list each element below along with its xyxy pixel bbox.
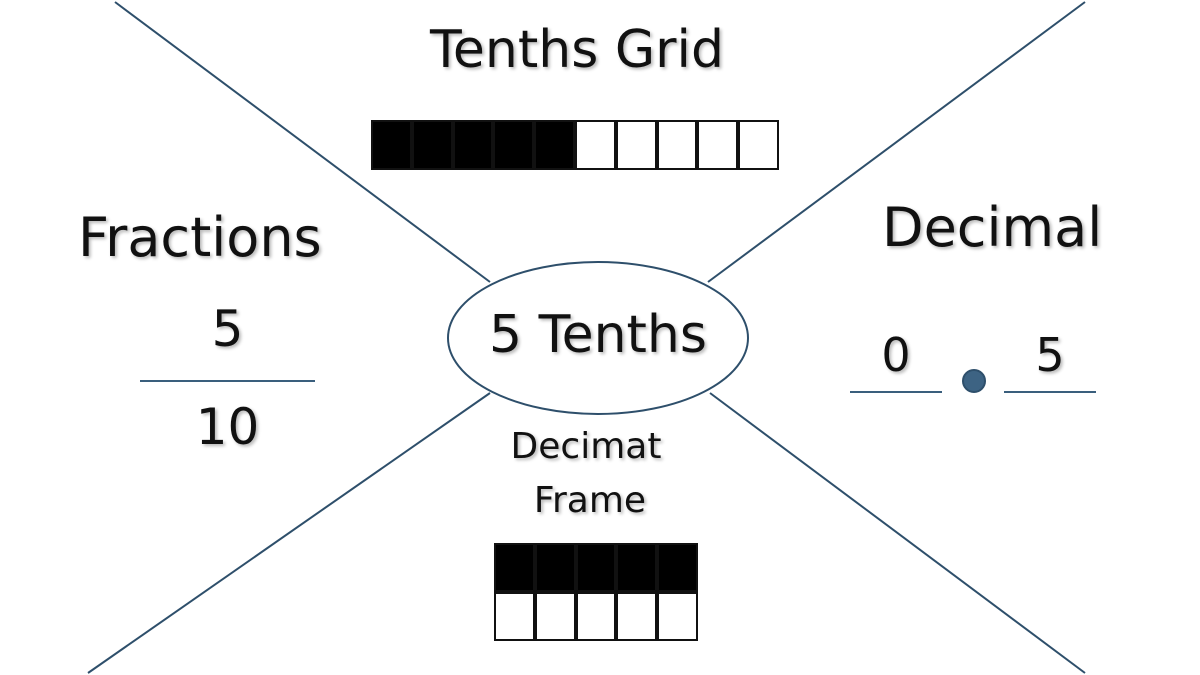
decimat-frame-cell-empty xyxy=(494,592,535,641)
decimat-frame-cell-empty xyxy=(534,592,576,641)
diagonal-line-top-right xyxy=(707,1,1086,283)
tenths-grid-cell-empty xyxy=(656,120,698,170)
fraction-denominator: 10 xyxy=(195,398,260,456)
decimat-frame-cell-empty xyxy=(657,592,698,641)
decimat-frame xyxy=(494,543,698,641)
decimat-frame-cell-empty xyxy=(575,592,617,641)
decimal-tenths-digit: 5 xyxy=(1035,328,1065,382)
diagonal-line-bottom-left xyxy=(87,392,491,674)
fractions-title: Fractions xyxy=(78,206,322,269)
decimat-frame-title-line1: Decimat xyxy=(510,426,662,467)
tenths-grid-cell-filled xyxy=(493,120,535,170)
decimat-frame-cell-filled xyxy=(534,543,576,592)
tenths-grid-cell-empty xyxy=(615,120,657,170)
center-label: 5 Tenths xyxy=(489,305,707,365)
tenths-grid-cell-empty xyxy=(697,120,739,170)
decimal-tenths-blank xyxy=(1004,391,1096,393)
tenths-grid-cell-empty xyxy=(738,120,779,170)
fraction-bar xyxy=(140,380,315,382)
decimat-frame-cell-filled xyxy=(616,543,658,592)
tenths-grid xyxy=(371,120,779,170)
center-ellipse xyxy=(447,261,749,415)
decimat-frame-cell-empty xyxy=(616,592,658,641)
decimal-point-dot xyxy=(962,369,986,393)
tenths-grid-cell-filled xyxy=(371,120,412,170)
diagonal-line-bottom-right xyxy=(709,392,1086,674)
decimat-frame-title-line2: Frame xyxy=(533,480,647,521)
decimat-frame-cell-filled xyxy=(657,543,698,592)
diagonal-line-top-left xyxy=(114,1,491,283)
tenths-grid-cell-filled xyxy=(452,120,494,170)
decimat-frame-cell-filled xyxy=(494,543,535,592)
decimal-title: Decimal xyxy=(882,196,1103,259)
fraction-numerator: 5 xyxy=(211,300,244,358)
decimat-frame-cell-filled xyxy=(575,543,617,592)
decimal-ones-blank xyxy=(850,391,942,393)
tenths-grid-cell-filled xyxy=(411,120,453,170)
tenths-grid-cell-empty xyxy=(574,120,616,170)
decimal-ones-digit: 0 xyxy=(881,328,911,382)
tenths-grid-cell-filled xyxy=(534,120,575,170)
tenths-grid-title: Tenths Grid xyxy=(430,20,724,80)
